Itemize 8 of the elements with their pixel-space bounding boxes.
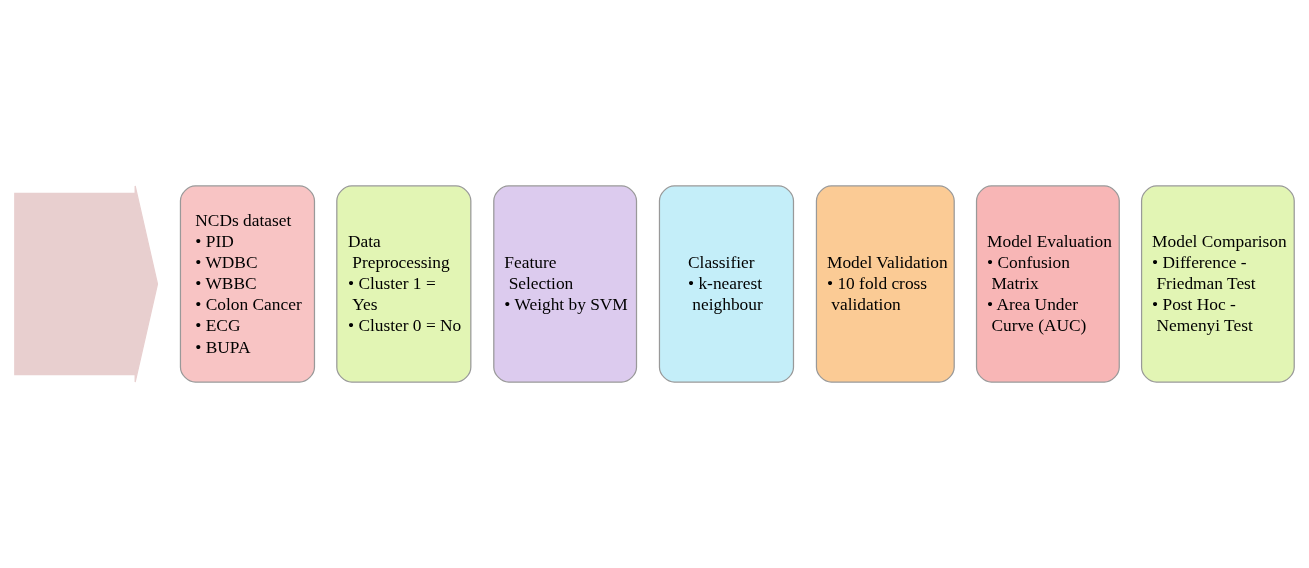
node-box: Model Validation • 10 fold cross validation xyxy=(815,185,955,383)
node-arrow xyxy=(14,185,159,383)
node-box: Classifier • k-nearest neighbour xyxy=(658,185,795,383)
node-box: Model Evaluation • Confusion Matrix • Area Under Curve (AUC) xyxy=(975,185,1120,383)
node-box: Data Preprocessing • Cluster 1 = Yes • Cluster 0 = No xyxy=(336,185,472,383)
node-box: Feature Selection • Weight by SVM xyxy=(493,185,638,383)
node-box: NCDs dataset • PID • WDBC • WBBC • Colon Cancer • ECG • BUPA xyxy=(179,185,316,383)
node-box: Model Comparison • Difference - Friedman Test • Post Hoc - Nemenyi Test xyxy=(1140,185,1295,383)
